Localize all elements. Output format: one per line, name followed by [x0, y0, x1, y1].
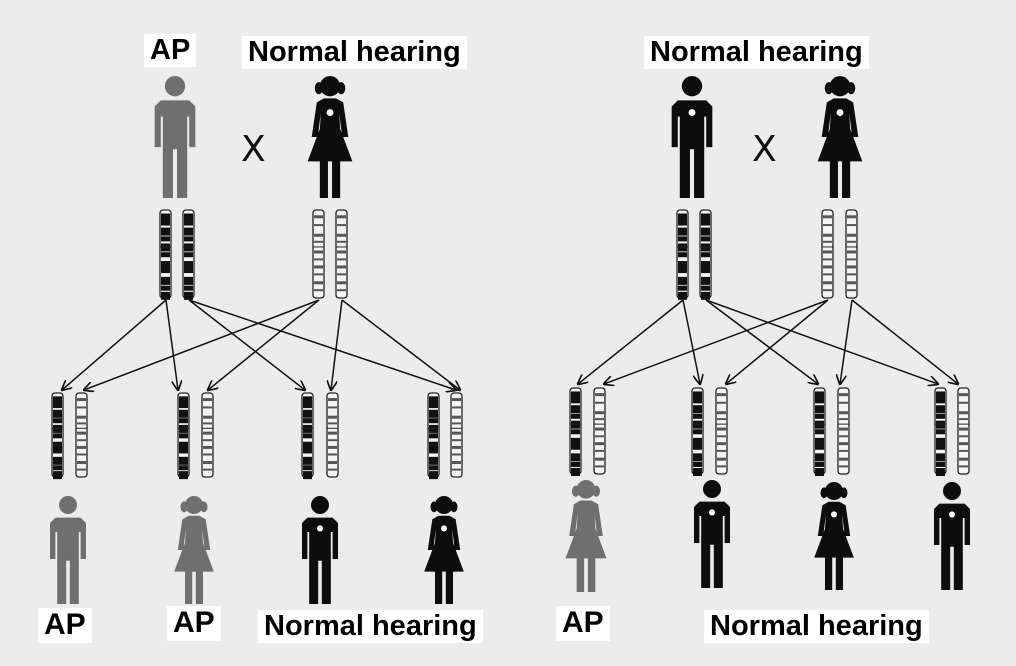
father-chromosome-1 — [159, 209, 172, 300]
arrow-left-1 — [62, 299, 167, 390]
left-offspring-label-ap-1: AP — [38, 608, 92, 643]
arrow-left-4 — [188, 299, 456, 390]
arrow-right-5 — [604, 299, 829, 384]
arrow-right-2 — [682, 299, 700, 384]
left-offspring-label-normal-hearing: Normal hearing — [258, 610, 483, 644]
offspring-left-chromosome-a-3 — [301, 392, 314, 480]
offspring-left-3-normal — [302, 496, 338, 604]
right-cross-symbol: X — [752, 129, 777, 170]
offspring-right-chromosome-a-2 — [691, 387, 704, 476]
offspring-left-chromosome-a-1 — [51, 392, 64, 480]
arrow-right-3 — [705, 299, 818, 384]
right-offspring-label-normal-hearing: Normal hearing — [704, 610, 929, 644]
arrow-right-1 — [578, 299, 684, 384]
left-parent-label-normal-hearing: Normal hearing — [242, 36, 467, 70]
mother-right-chromosome-2 — [845, 209, 858, 299]
arrow-left-6 — [208, 299, 320, 390]
arrow-right-4 — [705, 299, 938, 384]
arrow-right-7 — [840, 299, 853, 384]
father-right-chromosome-2 — [699, 209, 712, 300]
offspring-right-2-normal — [694, 480, 730, 588]
mother-chromosome-1 — [312, 209, 325, 299]
offspring-left-chromosome-a-2 — [177, 392, 190, 480]
left-cross-symbol: X — [241, 129, 266, 170]
right-offspring-label-ap: AP — [556, 606, 610, 641]
offspring-left-chromosome-b-3 — [326, 392, 339, 478]
offspring-right-chromosome-b-2 — [715, 387, 728, 475]
arrow-left-2 — [165, 299, 178, 390]
father-right-chromosome-1 — [676, 209, 689, 300]
offspring-right-chromosome-b-3 — [837, 387, 850, 475]
offspring-right-chromosome-a-4 — [934, 387, 947, 476]
arrow-right-6 — [726, 299, 829, 384]
arrow-left-5 — [84, 299, 320, 390]
offspring-right-4-normal — [934, 482, 970, 590]
offspring-left-chromosome-a-4 — [427, 392, 440, 480]
offspring-left-1-affected — [50, 496, 86, 604]
offspring-right-chromosome-b-4 — [957, 387, 970, 475]
mother-normal-figure-right — [817, 76, 863, 198]
mother-chromosome-2 — [335, 209, 348, 299]
offspring-right-1-affected — [565, 480, 607, 592]
arrow-left-3 — [188, 299, 305, 390]
offspring-left-4-normal — [424, 496, 464, 604]
mother-normal-figure — [307, 76, 353, 198]
arrow-left-8 — [341, 299, 460, 390]
offspring-right-chromosome-a-3 — [813, 387, 826, 476]
arrow-right-8 — [851, 299, 958, 384]
offspring-right-chromosome-a-1 — [569, 387, 582, 476]
offspring-left-chromosome-b-1 — [75, 392, 88, 478]
offspring-right-3-normal — [814, 482, 854, 590]
father-normal-figure — [671, 76, 713, 198]
arrow-left-7 — [331, 299, 343, 390]
father-affected-figure — [154, 76, 196, 198]
left-parent-label-ap: AP — [144, 34, 197, 68]
father-chromosome-2 — [182, 209, 195, 300]
left-offspring-label-ap-2: AP — [167, 606, 221, 641]
offspring-left-2-affected — [174, 496, 214, 604]
right-parent-label-normal-hearing: Normal hearing — [644, 36, 869, 70]
offspring-left-chromosome-b-2 — [201, 392, 214, 478]
mother-right-chromosome-1 — [821, 209, 834, 299]
offspring-left-chromosome-b-4 — [450, 392, 463, 478]
offspring-right-chromosome-b-1 — [593, 387, 606, 475]
